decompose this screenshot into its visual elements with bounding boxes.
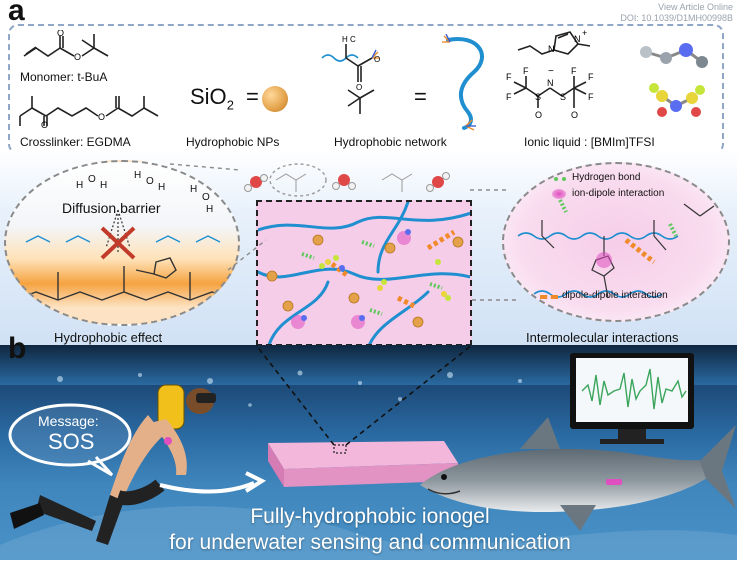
legend-hbond-label: Hydrogen bond	[572, 172, 641, 183]
zoom-marker	[333, 444, 347, 454]
ionogel-zoom-box	[256, 200, 472, 346]
monomer-structure: O O	[23, 30, 109, 62]
il-n: N	[548, 44, 555, 54]
il-s1: S	[535, 92, 541, 102]
ionic-liquid-structure: N + N N − S S O O F F F F F F	[506, 28, 594, 120]
shark-tag	[606, 479, 622, 485]
watermark-line2: DOI: 10.1039/D1MH00998B	[620, 13, 733, 23]
il-s2: S	[560, 92, 566, 102]
il-o1: O	[535, 110, 542, 120]
monomer-o1: O	[57, 30, 64, 38]
il-caption: Ionic liquid : [BMIm]TFSI	[524, 135, 655, 149]
faint-molecule-1	[275, 173, 307, 192]
network-equals: =	[414, 84, 427, 109]
network-symbol	[442, 34, 484, 131]
sio2-text: SiO	[190, 84, 227, 109]
water1-h2: H	[100, 180, 107, 191]
crosslinker-caption: Crosslinker: EGDMA	[20, 135, 131, 149]
il-f3: F	[523, 66, 529, 76]
crosslinker-o2: O	[98, 112, 105, 122]
panel-label-b: b	[8, 332, 27, 365]
sio2-sphere	[262, 86, 288, 112]
il-n-plus: N	[574, 34, 581, 44]
monomer-caption: Monomer: t-BuA	[20, 70, 108, 84]
il-n-anion: N	[547, 78, 554, 88]
footnote-strip	[0, 560, 737, 570]
sio2-subscript: 2	[226, 97, 234, 113]
network-o1: O	[356, 83, 362, 92]
il-minus: −	[548, 66, 554, 77]
water2-h2: H	[158, 182, 165, 193]
il-o2: O	[571, 110, 578, 120]
legend-hbond-swatch	[554, 177, 566, 181]
ionogel-sample	[268, 441, 458, 487]
il-f2: F	[506, 92, 512, 102]
il-f5: F	[588, 92, 594, 102]
title-line2: for underwater sensing and communication	[169, 531, 571, 554]
water-molecule-1	[244, 174, 268, 192]
intermolecular-caption: Intermolecular interactions	[526, 330, 679, 345]
il-f4: F	[588, 72, 594, 82]
water3-h: H	[190, 184, 197, 195]
il-ball-stick	[640, 43, 708, 117]
ionogel-network-art	[258, 202, 470, 344]
signal-waveform	[581, 368, 687, 410]
shark	[420, 417, 736, 531]
hydrophobic-effect-art: H O H H O H H O H	[13, 170, 235, 301]
diffusion-barrier-label: Diffusion barrier	[62, 200, 161, 216]
message-line2: SOS	[48, 429, 95, 454]
il-f1: F	[506, 72, 512, 82]
legend-dipole-swatch	[540, 295, 558, 299]
water2-o: O	[146, 176, 154, 187]
circle-dipole-mark	[624, 238, 656, 264]
swim-arrow	[159, 481, 255, 494]
legend-dipole-label: dipole-dipole interaction	[562, 290, 668, 301]
water1-h: H	[76, 180, 83, 191]
panel-label-a: a	[8, 0, 25, 27]
il-plus: +	[582, 28, 587, 38]
monitor	[570, 353, 694, 444]
watermark-line1: View Article Online	[658, 2, 733, 12]
circle-ion-glow	[596, 252, 612, 268]
underwater-art	[0, 345, 737, 570]
crosslinker-structure: O O	[19, 96, 159, 128]
floating-molecules	[244, 163, 450, 197]
title-line1: Fully-hydrophobic ionogel	[250, 505, 490, 528]
zoom-lines	[255, 345, 473, 446]
network-o2: O	[374, 55, 380, 64]
water-molecule-3	[426, 172, 450, 192]
network-structure: H C O O	[321, 35, 380, 114]
crosslinker-o1: O	[41, 120, 48, 128]
water2-h: H	[134, 170, 141, 181]
il-f6: F	[571, 66, 577, 76]
faint-molecule-2	[381, 173, 413, 192]
water3-o: O	[202, 192, 210, 203]
message-line1: Message:	[38, 413, 99, 429]
water1-o: O	[88, 174, 96, 185]
dashed-oval-left	[269, 163, 327, 197]
legend-ion-dipole-swatch	[552, 189, 566, 199]
speech-bubble	[8, 403, 132, 467]
sio2-equals: =	[246, 84, 259, 109]
monomer-o2: O	[74, 52, 81, 62]
nps-caption: Hydrophobic NPs	[186, 135, 280, 149]
il-3d-model	[626, 32, 720, 130]
water-molecule-2	[332, 174, 356, 190]
diver-sensor	[164, 437, 172, 445]
sio2-formula: SiO2 =	[190, 84, 259, 112]
water3-h2: H	[206, 204, 213, 215]
legend-ion-dipole-label: ion-dipole interaction	[572, 188, 665, 199]
underwater-scene: Message: SOS Fully-hydrophobic ionogel f…	[0, 345, 737, 570]
network-h: H	[342, 35, 348, 44]
network-caption: Hydrophobic network	[334, 135, 447, 149]
hydrophobic-effect-circle: H O H H O H H O H	[4, 160, 240, 326]
diver	[10, 384, 216, 545]
network-c: C	[350, 35, 356, 44]
ion-dipole-glows	[291, 231, 411, 329]
connector-lines	[169, 163, 520, 301]
hydrophobic-effect-caption: Hydrophobic effect	[54, 330, 163, 345]
